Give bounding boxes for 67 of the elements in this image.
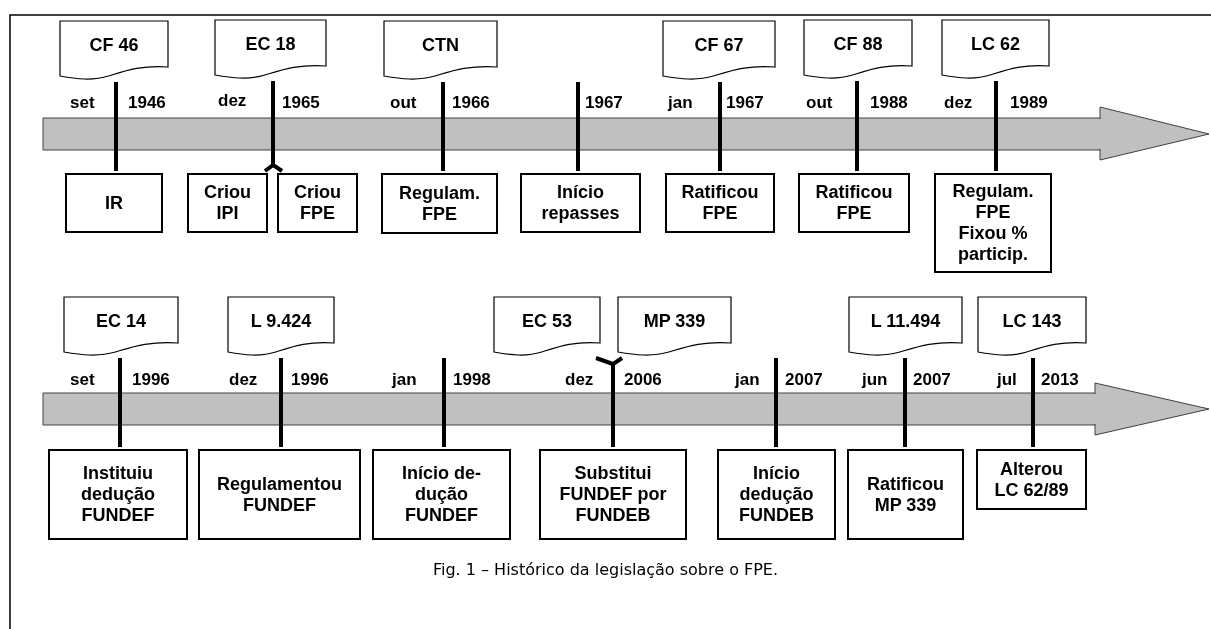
event-box: Substitui FUNDEF por FUNDEB xyxy=(539,449,687,540)
event-box: Alterou LC 62/89 xyxy=(976,449,1087,510)
date-label: 1998 xyxy=(453,370,491,390)
event-box: Instituiu dedução FUNDEF xyxy=(48,449,188,540)
event-box: Início de- dução FUNDEF xyxy=(372,449,511,540)
date-label: 1966 xyxy=(452,93,490,113)
tick-line xyxy=(114,82,118,171)
tick-line xyxy=(1031,358,1035,447)
document-box: LC 143 xyxy=(978,297,1086,357)
event-box: Criou FPE xyxy=(277,173,358,233)
event-box: Criou IPI xyxy=(187,173,268,233)
date-label: 2007 xyxy=(913,370,951,390)
tick-line xyxy=(855,81,859,171)
document-box: CTN xyxy=(384,21,497,81)
date-label: jun xyxy=(862,370,888,390)
date-label: set xyxy=(70,370,95,390)
event-box: Regulamentou FUNDEF xyxy=(198,449,361,540)
tick-line xyxy=(118,358,122,447)
date-label: 2013 xyxy=(1041,370,1079,390)
date-label: 1946 xyxy=(128,93,166,113)
date-label: jul xyxy=(997,370,1017,390)
tick-line xyxy=(442,358,446,447)
document-box: CF 88 xyxy=(804,20,912,80)
document-box: CF 67 xyxy=(663,21,775,81)
date-label: 1988 xyxy=(870,93,908,113)
date-label: 1967 xyxy=(585,93,623,113)
document-box: LC 62 xyxy=(942,20,1049,80)
event-box: IR xyxy=(65,173,163,233)
date-label: set xyxy=(70,93,95,113)
tick-line xyxy=(576,82,580,171)
document-box: EC 14 xyxy=(64,297,178,357)
date-label: 2006 xyxy=(624,370,662,390)
date-label: 1996 xyxy=(132,370,170,390)
date-label: dez xyxy=(565,370,594,390)
date-label: out xyxy=(390,93,417,113)
tick-line xyxy=(774,358,778,447)
date-label: jan xyxy=(392,370,417,390)
date-label: 1989 xyxy=(1010,93,1048,113)
date-label: jan xyxy=(735,370,760,390)
event-box: Ratificou FPE xyxy=(665,173,775,233)
date-label: jan xyxy=(668,93,693,113)
document-box: EC 53 xyxy=(494,297,600,357)
figure-caption: Fig. 1 – Histórico da legislação sobre o FPE. xyxy=(432,560,779,579)
document-box: MP 339 xyxy=(618,297,731,357)
date-label: out xyxy=(806,93,833,113)
event-box: Ratificou MP 339 xyxy=(847,449,964,540)
tick-line xyxy=(994,81,998,171)
event-box: Início dedução FUNDEB xyxy=(717,449,836,540)
date-label: dez xyxy=(218,91,247,111)
document-box: CF 46 xyxy=(60,21,168,81)
tick-line xyxy=(441,82,445,171)
document-box: EC 18 xyxy=(215,20,326,80)
document-box: L 11.494 xyxy=(849,297,962,357)
event-box: Regulam. FPE xyxy=(381,173,498,234)
event-box: Início repasses xyxy=(520,173,641,233)
date-label: 1965 xyxy=(282,93,320,113)
date-label: dez xyxy=(229,370,258,390)
tick-line xyxy=(279,358,283,447)
date-label: 1967 xyxy=(726,93,764,113)
event-box: Regulam. FPE Fixou % particip. xyxy=(934,173,1052,273)
event-box: Ratificou FPE xyxy=(798,173,910,233)
document-box: L 9.424 xyxy=(228,297,334,357)
tick-line xyxy=(718,82,722,171)
tick-line xyxy=(903,358,907,447)
date-label: 2007 xyxy=(785,370,823,390)
date-label: dez xyxy=(944,93,973,113)
date-label: 1996 xyxy=(291,370,329,390)
